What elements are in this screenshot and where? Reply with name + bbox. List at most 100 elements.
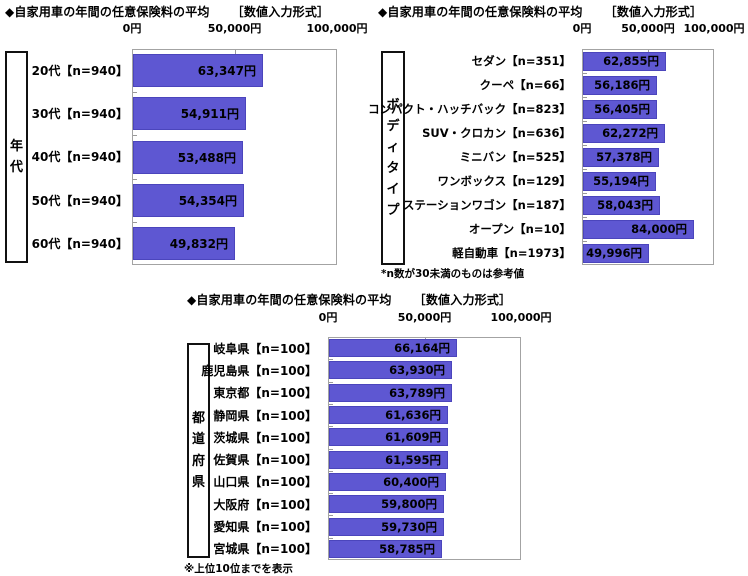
bar: 49,996円 [583,243,649,263]
chart-title-format-note: ［数値入力形式］ [413,293,512,307]
category-axis-tick [329,359,333,360]
bar: 59,800円 [329,495,444,514]
chart-title-format-note: ［数値入力形式］ [604,5,703,19]
category-label: 山口県【n=100】 [213,475,317,490]
category-axis-tick [133,135,137,136]
bar: 54,911円 [133,97,246,131]
category-axis-tick [583,169,587,170]
x-axis-tick-label: 0円 [122,22,142,35]
group-axis-label-box: ボディタイプ [381,51,405,265]
group-axis-label-char: 年 [9,138,23,154]
category-label: ステーションワゴン【n=187】 [402,198,571,212]
category-axis-tick [583,121,587,122]
bar: 58,043円 [583,195,660,215]
category-axis-tick [583,241,587,242]
bar: 56,405円 [583,99,657,119]
group-axis-label-char: プ [386,203,400,219]
category-label: 岐阜県【n=100】 [213,341,317,356]
bar: 54,354円 [133,183,244,217]
bar: 61,636円 [329,406,448,425]
category-axis-tick [583,97,587,98]
category-label: 東京都【n=100】 [213,386,317,401]
category-label: 60代【n=940】 [31,236,128,251]
bar-value-label: 84,000円 [631,222,687,236]
bar-value-label: 58,043円 [597,198,653,212]
group-axis-label-char: 道 [191,432,205,448]
bar: 53,488円 [133,140,243,174]
group-axis-label-char: ボ [386,97,400,113]
category-axis-tick [133,92,137,93]
category-axis-tick [133,179,137,180]
group-axis-label-char: 県 [191,474,205,490]
bar-value-label: 63,930円 [389,363,445,378]
category-axis-tick [583,145,587,146]
category-axis-tick [329,449,333,450]
bar: 55,194円 [583,171,656,191]
bar-value-label: 49,996円 [586,246,642,260]
bar-value-label: 57,378円 [596,150,652,164]
category-label: 佐賀県【n=100】 [213,453,317,468]
bar: 63,347円 [133,54,263,88]
bar: 56,186円 [583,75,657,95]
bar-value-label: 60,400円 [383,474,439,489]
bar: 62,855円 [583,51,666,71]
category-axis-tick [329,471,333,472]
category-label: 20代【n=940】 [31,64,128,79]
group-axis-label-char: デ [386,118,400,134]
bar-value-label: 63,347円 [197,64,256,79]
category-axis-tick [583,193,587,194]
group-axis-label-char: 都 [191,411,205,427]
bar: 84,000円 [583,219,694,239]
chart-title: ◆自家用車の年間の任意保険料の平均 ［数値入力形式］ [187,291,511,308]
group-axis-label-box: 年代 [5,51,28,263]
bar: 61,609円 [329,428,448,447]
category-label: 静岡県【n=100】 [213,408,317,423]
bar-value-label: 59,800円 [381,497,437,512]
category-axis-tick [329,538,333,539]
category-label: 鹿児島県【n=100】 [201,363,317,378]
category-axis-tick [329,515,333,516]
category-label: セダン【n=351】 [471,54,571,68]
bar-value-label: 59,730円 [381,519,437,534]
category-axis-tick [583,73,587,74]
bar: 63,789円 [329,383,452,402]
category-label: 軽自動車【n=1973】 [452,246,571,260]
bar-value-label: 61,595円 [385,452,441,467]
bar: 62,272円 [583,123,665,143]
category-label: クーペ【n=66】 [479,78,571,92]
chart-title-text: ◆自家用車の年間の任意保険料の平均 [5,5,210,19]
x-axis-tick-label: 50,000円 [207,22,262,35]
category-label: ワンボックス【n=129】 [437,174,571,188]
category-label: 茨城県【n=100】 [213,430,317,445]
group-axis-label-char: 府 [191,453,205,469]
x-axis-tick [234,50,236,54]
x-axis-tick-label: 0円 [572,22,592,35]
category-label: SUV・クロカン【n=636】 [422,126,571,140]
category-axis-tick [329,426,333,427]
bar-value-label: 62,272円 [602,126,658,140]
category-label: ミニバン【n=525】 [459,150,571,164]
chart-body-type: ◆自家用車の年間の任意保険料の平均 ［数値入力形式］ *n数が30未満のものは参… [368,0,748,288]
bar-value-label: 49,832円 [169,236,228,251]
category-axis-tick [329,493,333,494]
category-label: 大阪府【n=100】 [213,497,317,512]
bar-value-label: 63,789円 [389,385,445,400]
x-axis-tick-label: 50,000円 [621,22,675,35]
category-label: コンパクト・ハッチバック【n=823】 [368,102,571,116]
chart-title: ◆自家用車の年間の任意保険料の平均 ［数値入力形式］ [5,3,329,20]
group-axis-label-char: 代 [9,160,23,175]
group-axis-label-char: イ [386,182,400,198]
chart-title-text: ◆自家用車の年間の任意保険料の平均 [378,5,583,19]
chart-title-text: ◆自家用車の年間の任意保険料の平均 [187,293,392,307]
bar-value-label: 66,164円 [394,341,450,356]
category-label: 30代【n=940】 [31,107,128,122]
bar-value-label: 54,354円 [178,193,237,208]
x-axis-tick-label: 100,000円 [683,22,745,35]
category-label: オープン【n=10】 [468,222,571,236]
bar-value-label: 61,636円 [385,408,441,423]
chart-footnote: *n数が30未満のものは参考値 [381,268,525,280]
group-axis-label-char: ィ [386,139,400,155]
category-label: 40代【n=940】 [31,150,128,165]
